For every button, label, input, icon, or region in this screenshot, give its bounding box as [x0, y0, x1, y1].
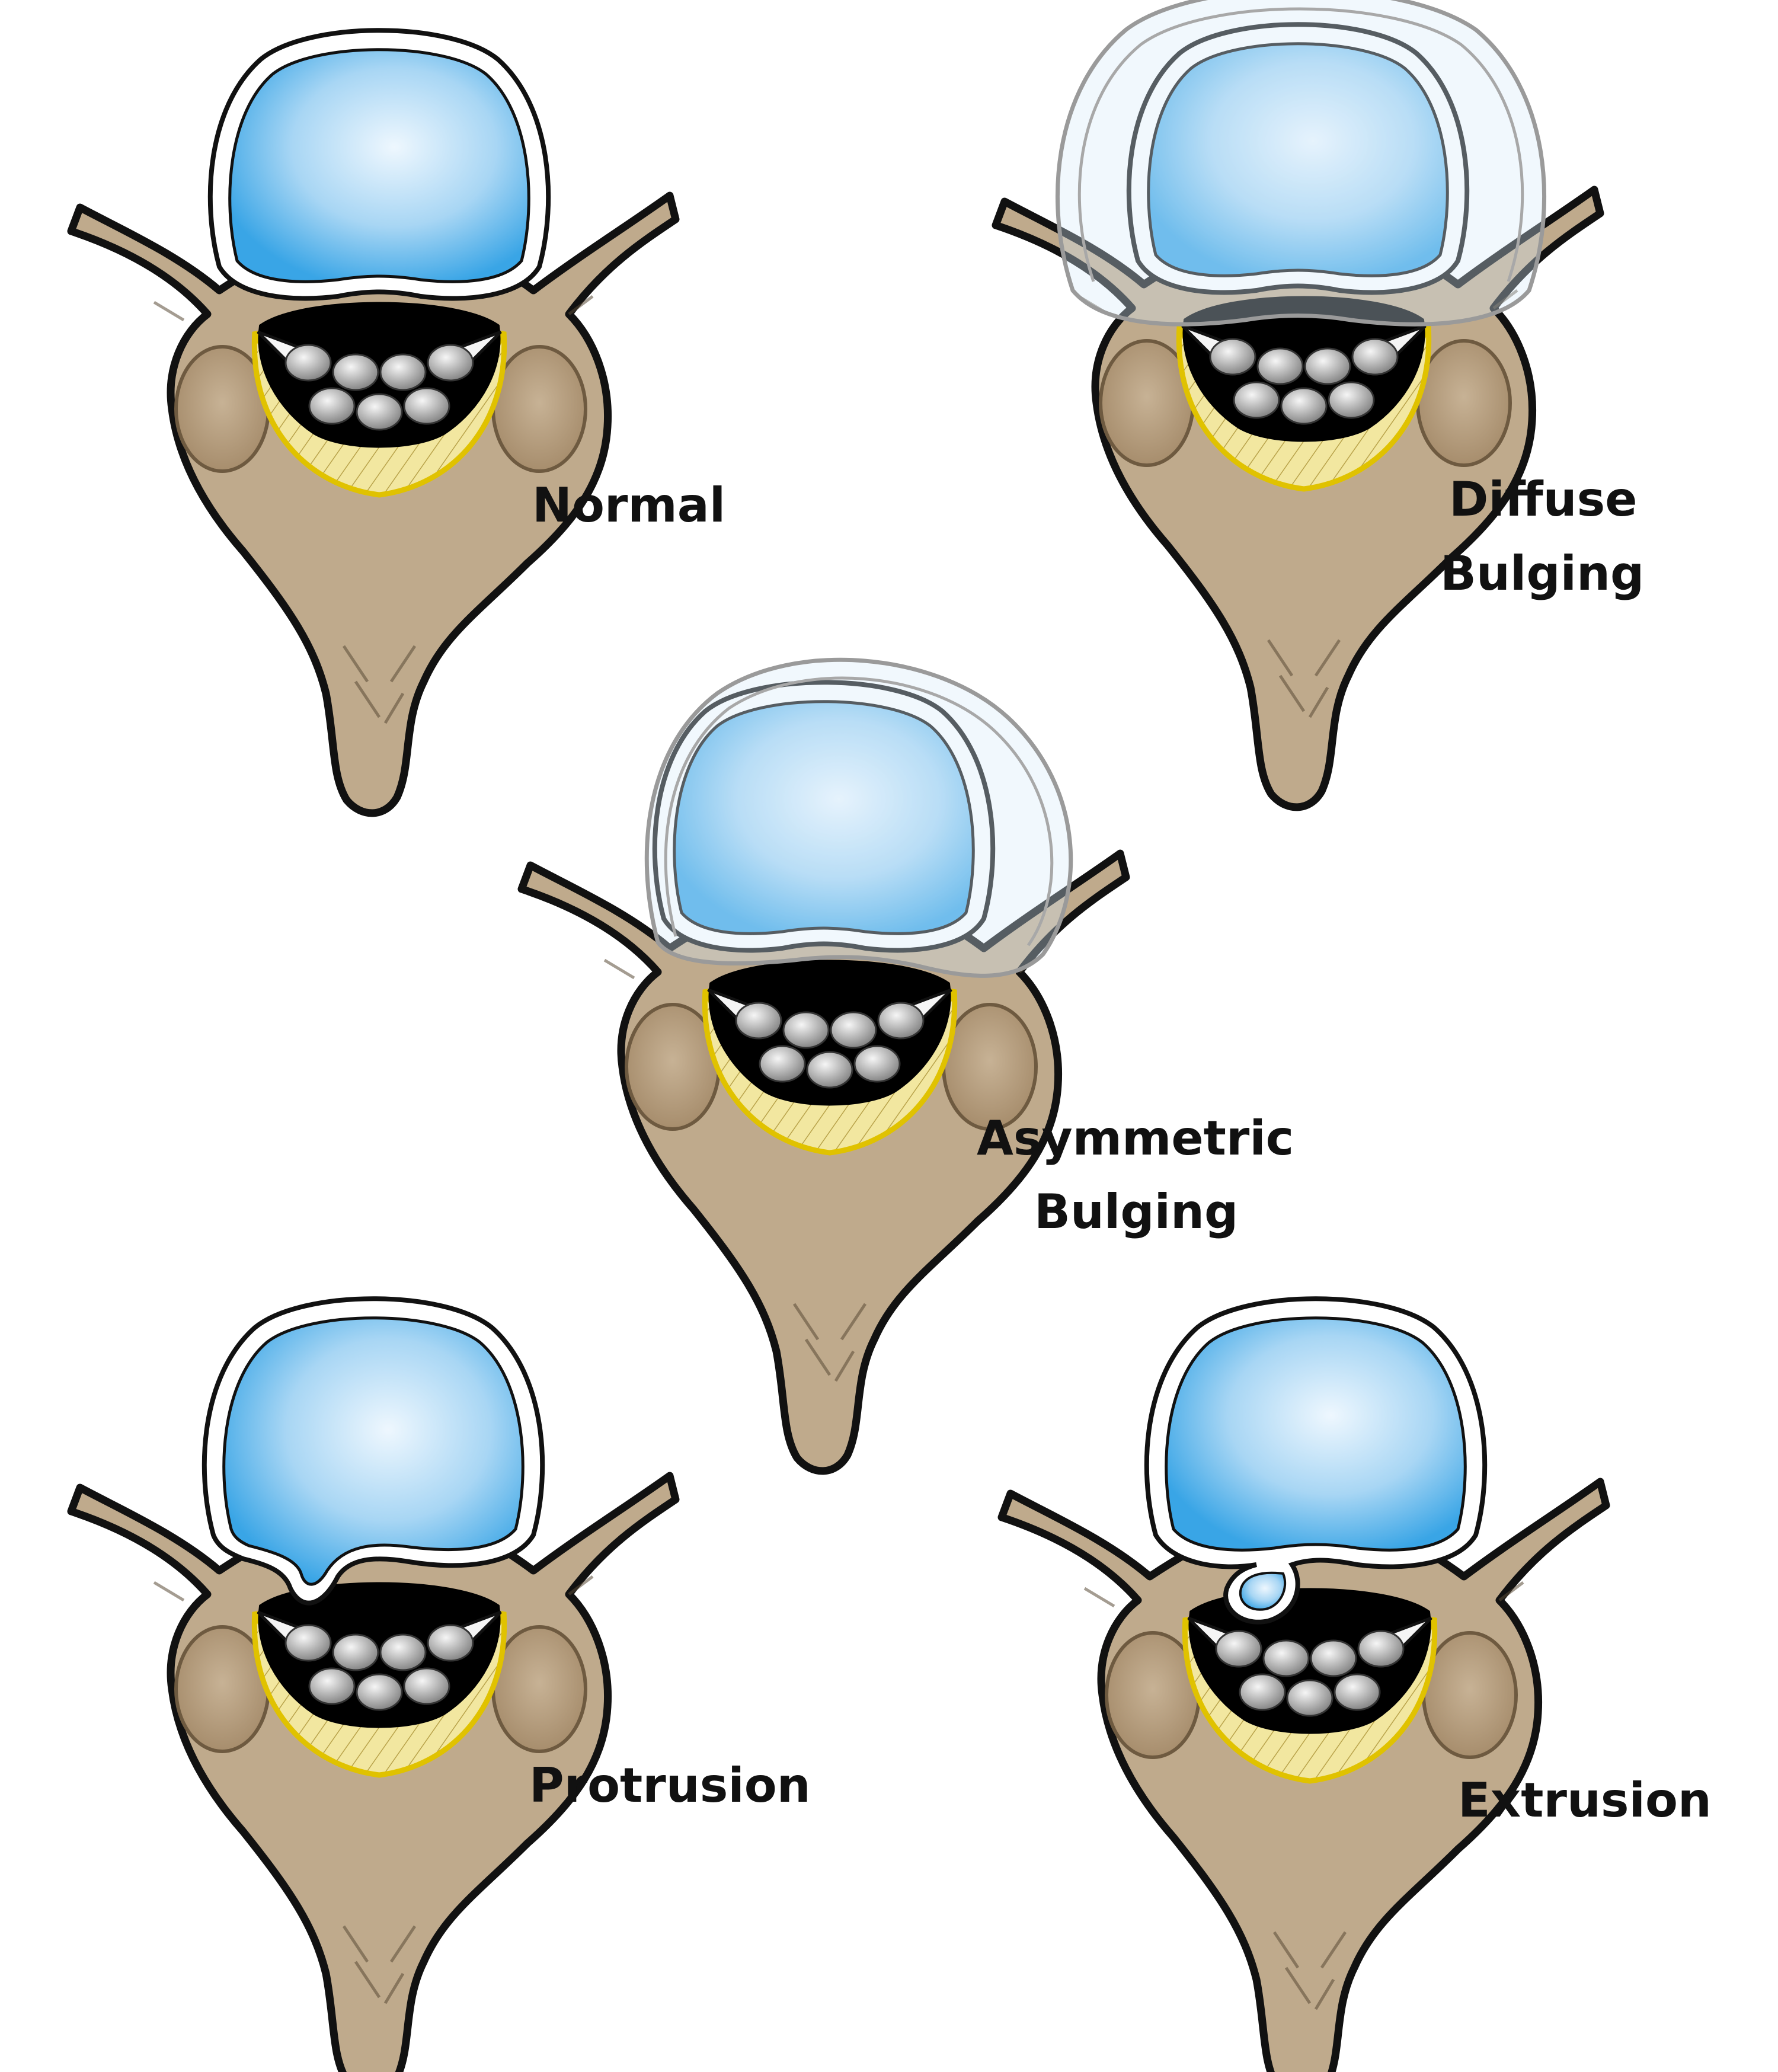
panel-protrusion: [71, 1296, 676, 2072]
label-diffuse-line1: Diffuse: [1449, 472, 1637, 527]
panel-extrusion: [1002, 1296, 1606, 2072]
bulge-outline-diffuse: [1055, 0, 1547, 327]
label-normal: Normal: [532, 478, 725, 533]
disc-protrusion: [202, 1296, 545, 1606]
disc-extrusion: [1144, 1296, 1488, 1625]
panel-normal: [71, 30, 676, 813]
label-protrusion: Protrusion: [529, 1758, 811, 1813]
panel-asymmetric-bulging: [522, 657, 1126, 1471]
bulge-outline-asymmetric: [644, 657, 1073, 978]
label-diffuse-line2: Bulging: [1440, 546, 1644, 601]
label-asymmetric-line2: Bulging: [1034, 1184, 1238, 1239]
panel-diffuse-bulging: [996, 0, 1600, 807]
disc-normal: [210, 30, 548, 298]
label-extrusion: Extrusion: [1458, 1773, 1712, 1828]
label-asymmetric-line1: Asymmetric: [977, 1111, 1294, 1166]
